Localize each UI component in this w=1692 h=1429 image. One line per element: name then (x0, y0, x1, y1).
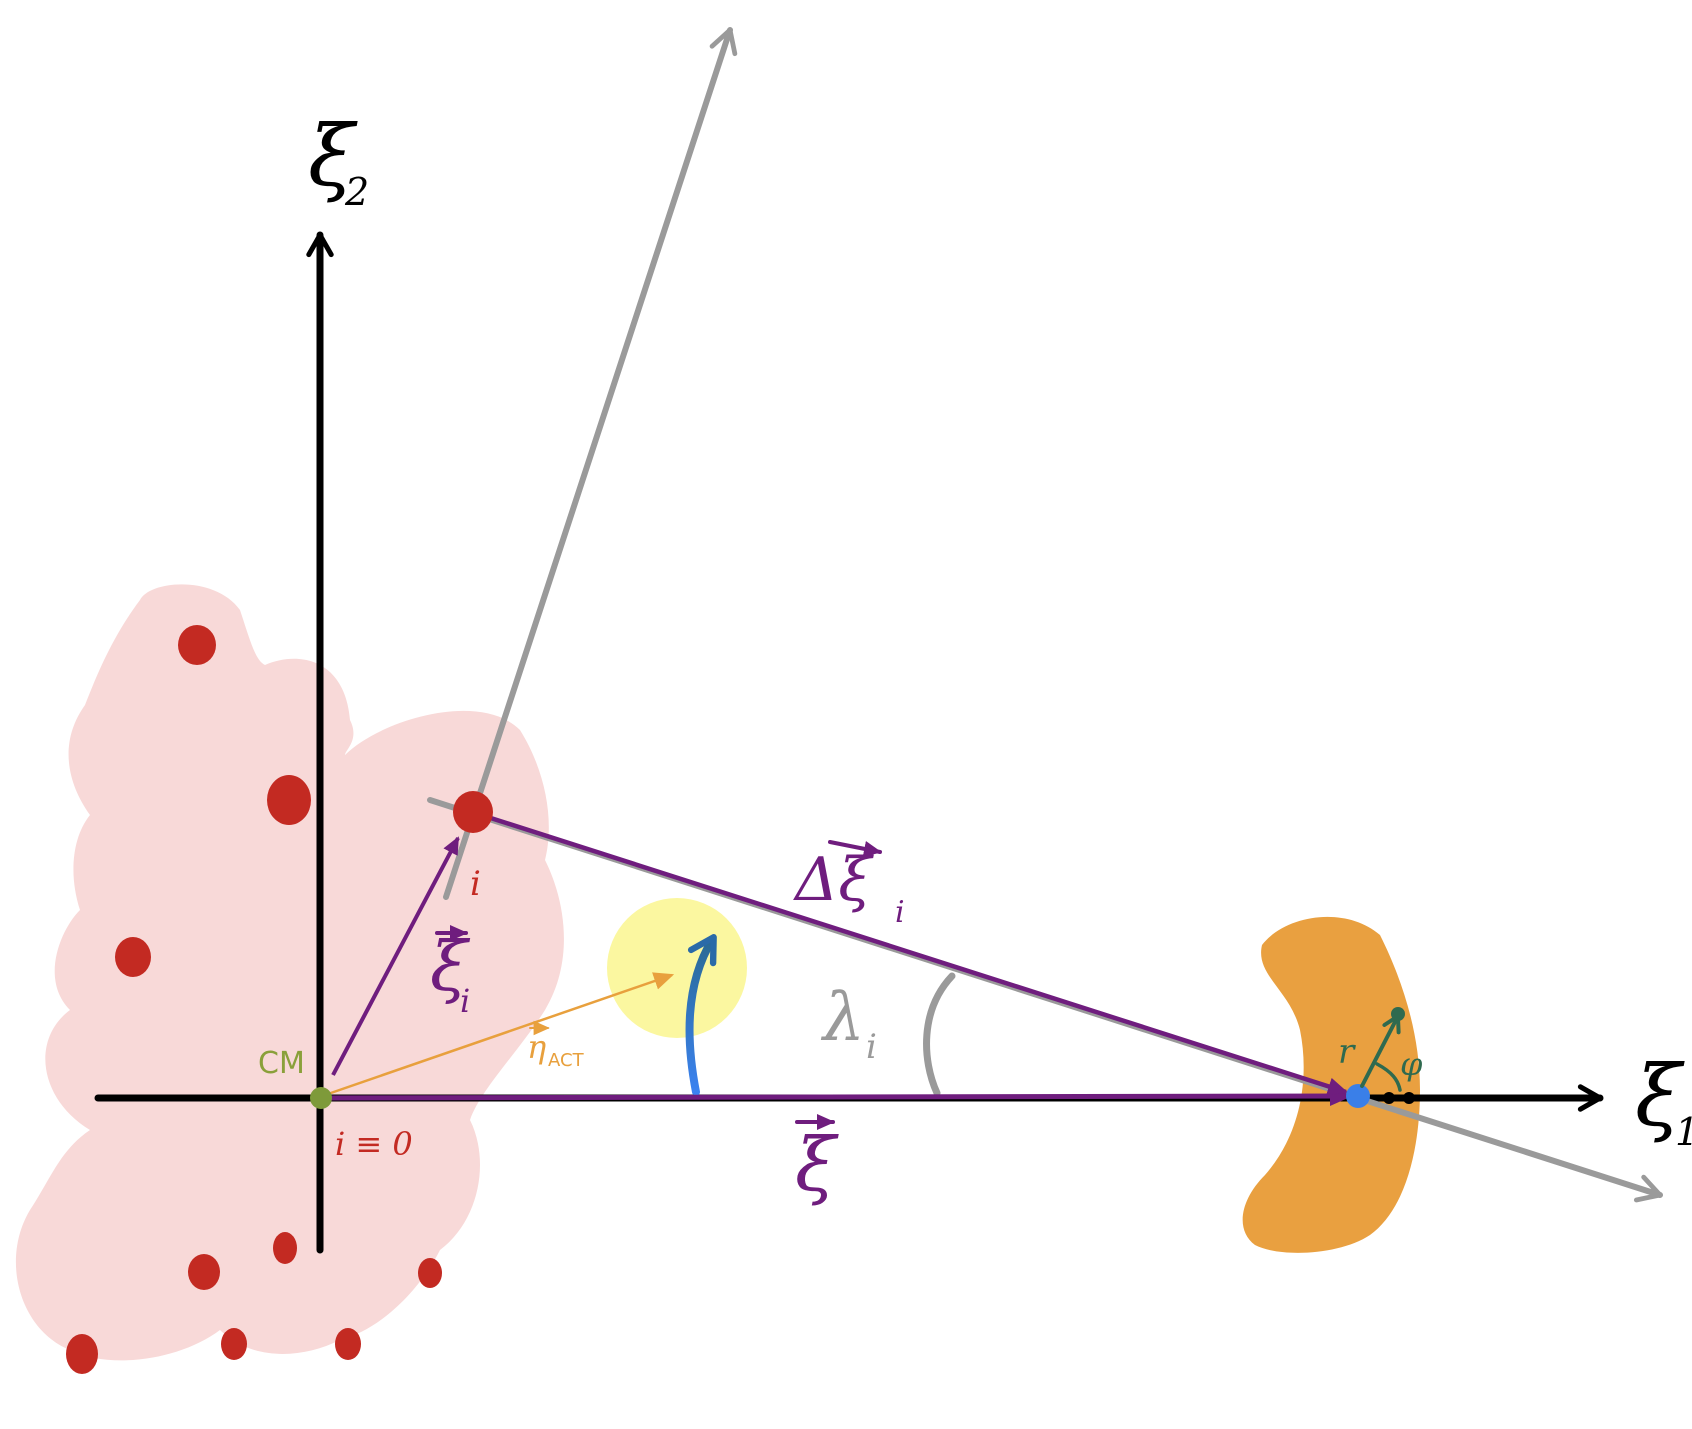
image-position-dot (1346, 1084, 1370, 1108)
galaxy-dot (221, 1328, 247, 1360)
lambda-i-label: λ i (820, 979, 877, 1067)
svg-text:i: i (866, 1027, 877, 1067)
xi2-axis-label: ξ (308, 107, 358, 205)
svg-text:λ: λ (820, 979, 865, 1056)
galaxy-dot (178, 625, 216, 665)
delta-xi-i-label: Δξ i (793, 840, 905, 930)
galaxy-dot (418, 1258, 442, 1288)
galaxy-dot (115, 937, 151, 977)
galaxy-dot (66, 1334, 98, 1374)
lens-cluster-region (15, 584, 564, 1361)
xi-label: ξ (795, 1114, 839, 1208)
r-vector (1360, 1014, 1401, 1088)
point-i (453, 791, 493, 833)
point-i-label: i (470, 864, 481, 904)
svg-text:i: i (460, 982, 470, 1020)
svg-text:ACT: ACT (548, 1050, 585, 1071)
eta-act-label: η ACT (527, 1020, 585, 1071)
cm-label: CM (258, 1046, 305, 1081)
svg-text:i: i (895, 895, 905, 930)
xi-vector (321, 1086, 1353, 1107)
svg-text:η: η (527, 1028, 546, 1066)
rotation-arrow (685, 934, 717, 1096)
phi-label: φ (1400, 1045, 1423, 1083)
source-galaxy (1242, 916, 1420, 1253)
galaxy-dot (188, 1254, 220, 1290)
xi-i-vector (331, 836, 460, 1076)
origin-index-label: i ≡ 0 (335, 1125, 413, 1163)
eta-act-vector (324, 972, 675, 1097)
svg-text:Δξ: Δξ (793, 845, 874, 915)
galaxy-dot (273, 1232, 297, 1264)
xi2-axis-subscript: 2 (344, 170, 369, 214)
r-label: r (1338, 1032, 1356, 1072)
galaxy-dot (267, 775, 311, 825)
continuation-dots (1383, 1092, 1415, 1104)
r-vector-tip (1391, 1007, 1405, 1021)
center-of-mass-dot (310, 1087, 332, 1109)
xi1-axis-subscript: 1 (1675, 1110, 1692, 1154)
cluster-galaxies (66, 625, 442, 1374)
xi-i-label: ξ i (430, 925, 471, 1020)
rotated-axis-long (443, 27, 738, 900)
svg-text:ξ: ξ (795, 1122, 839, 1208)
galaxy-dot (335, 1328, 361, 1360)
phi-angle-arc (1375, 1062, 1402, 1092)
highlight-circle (607, 898, 747, 1038)
svg-text:ξ: ξ (430, 928, 471, 1007)
delta-xi-i-vector (471, 809, 1349, 1096)
lambda-angle-arc (923, 972, 956, 1097)
xi1-axis-label: ξ (1635, 1047, 1685, 1145)
